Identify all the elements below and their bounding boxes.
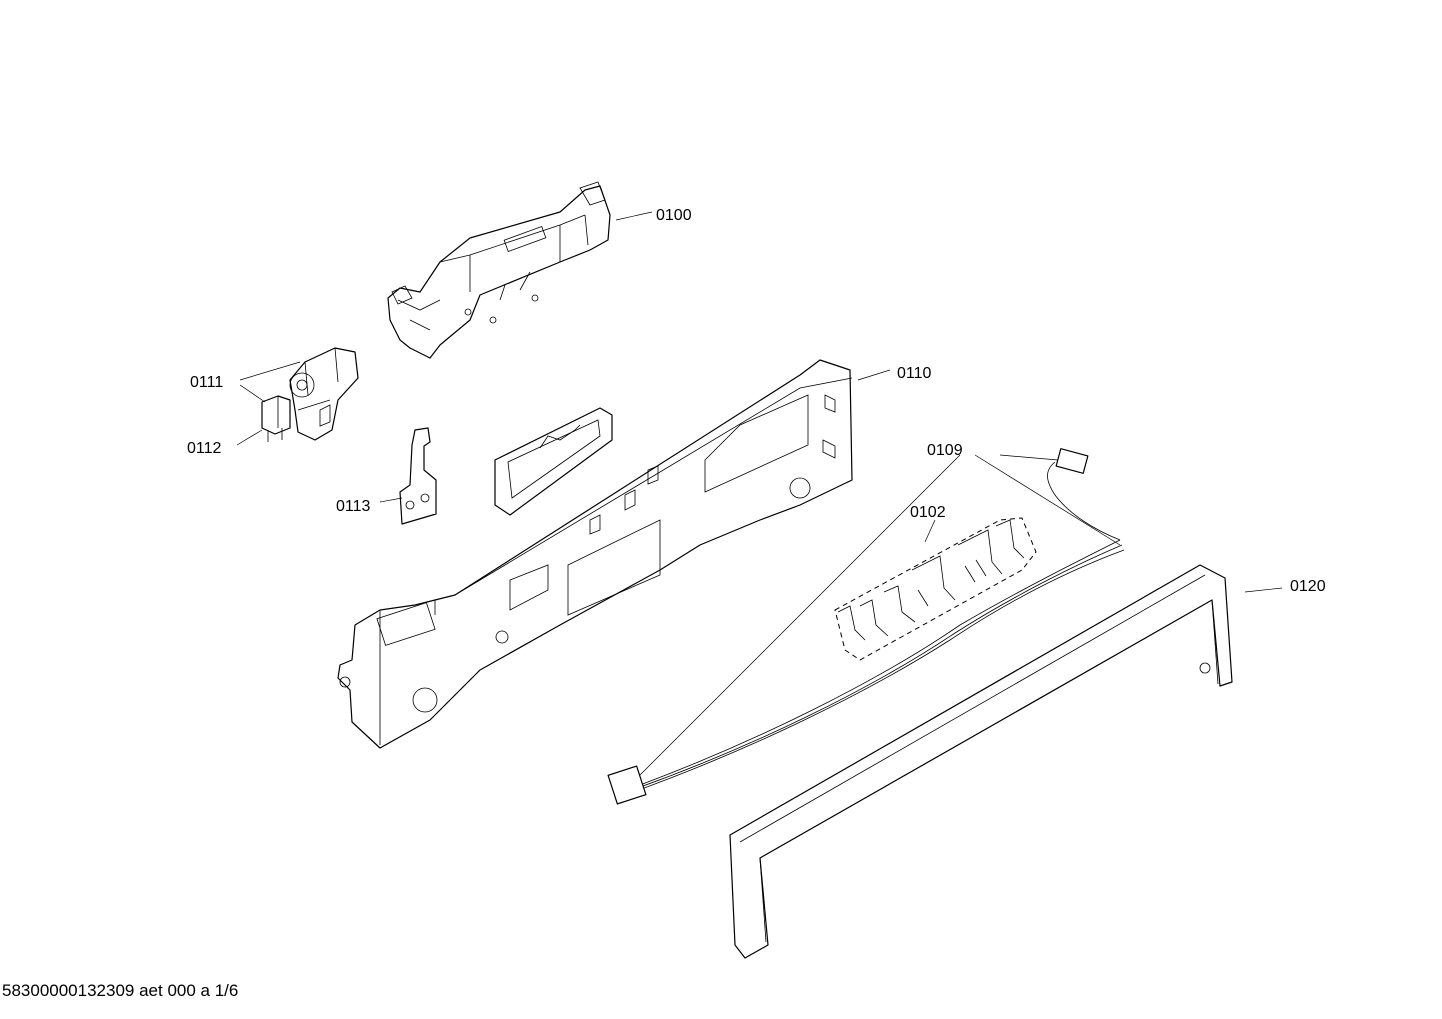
part-0120-trim-strip[interactable]	[729, 564, 1233, 959]
part-0109-wire-harness[interactable]	[607, 448, 1125, 805]
label-0112: 0112	[187, 440, 222, 457]
leader-lines	[236, 211, 1283, 776]
label-0109: 0109	[927, 442, 963, 459]
label-0100: 0100	[656, 207, 692, 224]
label-0102: 0102	[910, 504, 946, 521]
panel-window-frame	[494, 407, 613, 516]
part-0112-capacitor[interactable]	[261, 395, 291, 442]
part-0110-panel-frame[interactable]	[337, 359, 853, 749]
part-0102-connectors[interactable]	[834, 517, 1037, 661]
label-0120: 0120	[1290, 578, 1326, 595]
label-0110: 0110	[897, 365, 932, 382]
label-0111: 0111	[190, 374, 223, 391]
document-footer-code: 58300000132309 aet 000 a 1/6	[2, 981, 239, 1000]
part-0100-control-module[interactable]	[387, 181, 611, 359]
label-0113: 0113	[336, 498, 371, 515]
part-0111-switch[interactable]	[289, 347, 359, 441]
part-labels: 0100 0110 0111 0112 0113 0109 0102 0120	[187, 207, 1326, 595]
part-0113-bracket[interactable]	[399, 427, 437, 525]
